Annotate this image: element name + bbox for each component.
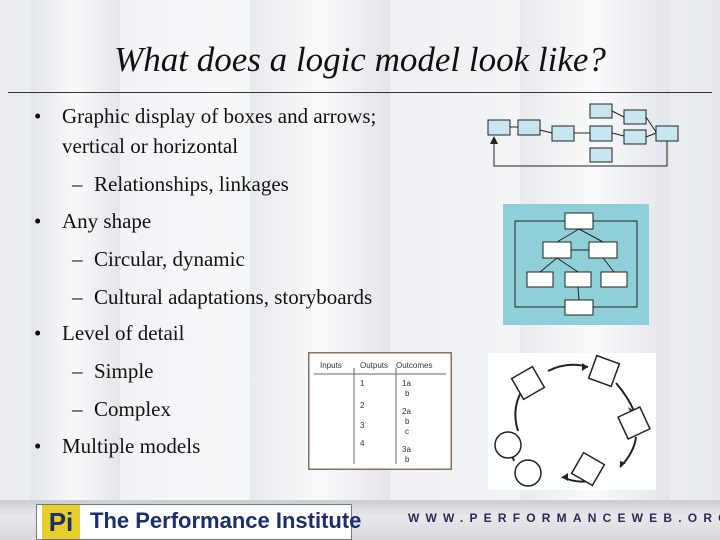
sub-bullet-complex: – Complex [72, 396, 171, 422]
table-outcome: b [405, 389, 410, 398]
sub-bullet-simple: – Simple [72, 358, 154, 384]
table-outcome: c [405, 427, 409, 436]
table-output: 2 [360, 401, 365, 410]
table-outcome: b [405, 455, 410, 464]
bullet-1-continuation: vertical or horizontal [62, 133, 238, 159]
bullet-text: Complex [94, 397, 171, 421]
bullet-2: • Any shape [34, 208, 152, 234]
bullet-glyph: • [34, 434, 42, 458]
sub-bullet-cultural: – Cultural adaptations, storyboards [72, 284, 373, 310]
table-header-outcomes: Outcomes [396, 361, 432, 370]
logo-text: The Performance Institute [90, 508, 362, 533]
circular-model-diagram [488, 353, 656, 490]
table-outcome: 1a [402, 379, 411, 388]
bullet-1: • Graphic display of boxes and arrows; [34, 103, 377, 129]
sub-bullet-circular: – Circular, dynamic [72, 246, 245, 272]
slide-title: What does a logic model look like? [114, 40, 606, 79]
bullet-glyph: • [34, 209, 42, 233]
logo-box [36, 504, 352, 540]
bullet-text: Any shape [62, 209, 152, 233]
table-output: 4 [360, 439, 365, 448]
bullet-text: vertical or horizontal [62, 134, 239, 158]
bullet-3: • Level of detail [34, 320, 185, 346]
bullet-text: Simple [94, 359, 154, 383]
bullet-text: Graphic display of boxes and arrows; [62, 104, 377, 128]
logo-mark: Pi [42, 505, 80, 539]
bullet-text: Cultural adaptations, storyboards [94, 285, 373, 309]
website-url[interactable]: WWW.PERFORMANCEWEB.ORG [408, 511, 720, 525]
dash-glyph: – [72, 172, 83, 196]
table-header-outputs: Outputs [360, 361, 388, 370]
dash-glyph: – [72, 247, 83, 271]
bullet-glyph: • [34, 321, 42, 345]
table-header-inputs: Inputs [320, 361, 342, 370]
dash-glyph: – [72, 359, 83, 383]
table-output: 1 [360, 379, 365, 388]
bullet-text: Circular, dynamic [94, 247, 245, 271]
table-outcome: b [405, 417, 410, 426]
table-outcome: 2a [402, 407, 411, 416]
horizontal-flow-diagram [487, 103, 679, 167]
sub-bullet-relationships: – Relationships, linkages [72, 171, 289, 197]
table-output: 3 [360, 421, 365, 430]
bullet-glyph: • [34, 104, 42, 128]
bullet-text: Level of detail [62, 321, 185, 345]
dash-glyph: – [72, 285, 83, 309]
dash-glyph: – [72, 397, 83, 421]
hierarchical-diagram [503, 204, 649, 325]
bullet-text: Relationships, linkages [94, 172, 289, 196]
title-divider [8, 92, 712, 93]
bullet-4: • Multiple models [34, 433, 201, 459]
logic-model-table: Inputs Outputs Outcomes 1 2 3 4 1a b 2a … [308, 352, 452, 470]
bullet-text: Multiple models [62, 434, 201, 458]
table-outcome: 3a [402, 445, 411, 454]
